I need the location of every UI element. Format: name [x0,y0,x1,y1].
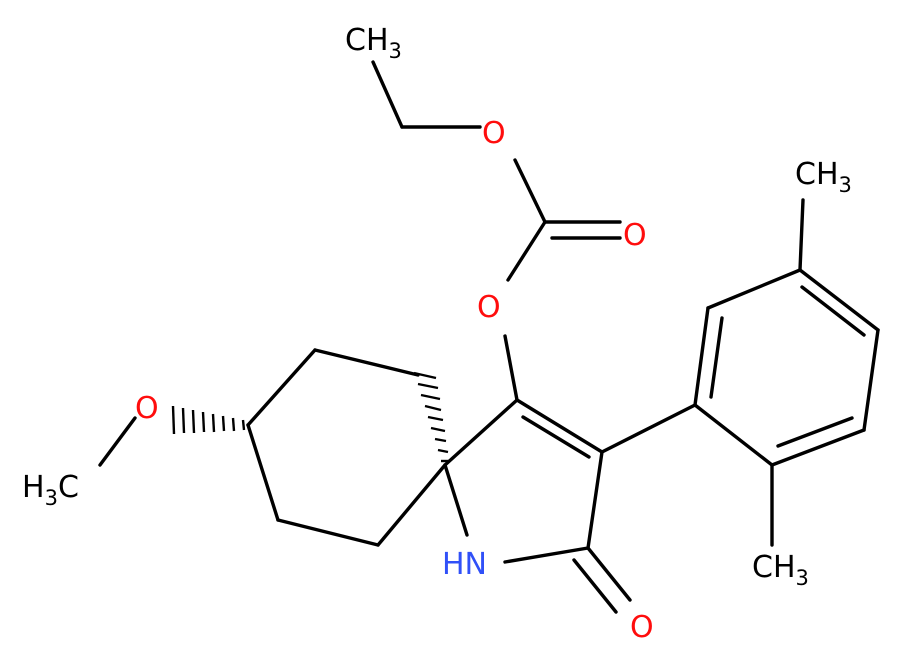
bond-ar3-ch3 [798,198,805,272]
bond-c4-c3-2 [521,415,591,459]
label-o-methoxy: O [135,391,159,426]
bond-ar3-ar4-inner [800,285,866,337]
bond-o-ester-c [513,158,547,224]
bond-c2-n [503,546,590,564]
label-o-lactam: O [630,610,654,645]
bond-c2-o-lactam-1 [586,546,632,602]
bonds [98,60,880,614]
bond-c5-c4 [443,398,519,467]
bond-ch3-ch2 [371,60,404,129]
bond-c7-c8 [246,423,280,522]
bond-ome-ch3 [98,416,137,467]
bond-c3-aryl [600,403,697,454]
label-o-enol: O [477,290,501,325]
bond-n-c5 [443,463,469,537]
label-ch3-ring-top: CH3 [795,157,852,197]
bond-ar1-ar2-inner [709,316,724,399]
bond-ar3-ar4 [798,268,880,332]
bond-c3-c2 [586,450,604,550]
bond-c4-c3-1 [515,398,604,454]
label-h3c-left: H3C [22,470,79,510]
label-ch3-top: CH3 [345,23,402,63]
label-o-carbonyl: O [623,218,647,253]
bond-c2-o-lactam-2 [572,558,618,614]
label-ch3-ring-bottom: CH3 [752,550,809,590]
bond-c5-c6 [376,463,447,547]
bond-ar1-ar2 [693,306,710,407]
bond-c8-c9 [246,348,317,427]
bond-c6-c7 [276,518,380,547]
bond-ar2-ar3 [706,268,802,310]
label-o-ester: O [482,116,506,151]
bond-ar5-ar6 [770,428,866,467]
label-nh: HN [442,547,487,582]
bond-c-o-enol [506,220,547,282]
bond-o-enol-c4 [503,334,519,402]
hashed-wedge-methoxy [171,405,246,435]
bond-ar6-ar1 [693,403,774,467]
bond-ar5-ar6-inner [776,416,854,448]
hashed-wedge-spiro [413,371,449,463]
bond-c9-c10 [313,348,420,377]
bond-ar4-ar5 [862,328,880,432]
